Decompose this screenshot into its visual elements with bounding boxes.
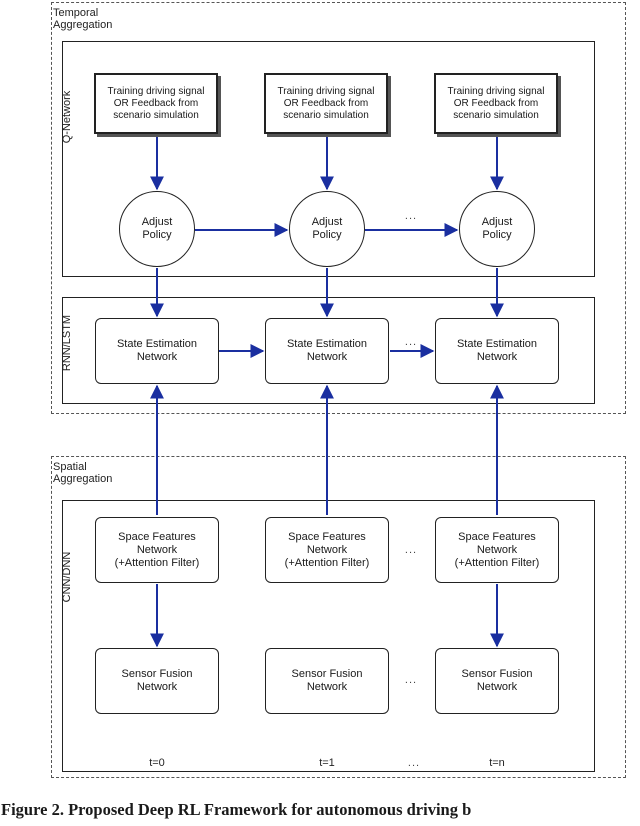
spatial-aggregation-group (51, 456, 626, 778)
signal-box-1: Training driving signal OR Feedback from… (264, 73, 388, 134)
time-label-2: t=n (489, 757, 505, 769)
sensor-fusion-node-2: Sensor Fusion Network (435, 648, 559, 714)
state-estimation-node-1: State Estimation Network (265, 318, 389, 384)
spatial-aggregation-label: Spatial Aggregation (53, 461, 113, 485)
time-label-1: t=1 (319, 757, 335, 769)
figure-caption: Figure 2. Proposed Deep RL Framework for… (1, 800, 472, 819)
state-estimation-node-0: State Estimation Network (95, 318, 219, 384)
state-estimation-node-2: State Estimation Network (435, 318, 559, 384)
time-label-0: t=0 (149, 757, 165, 769)
ellipsis-state: ... (404, 336, 418, 348)
cnn-dnn-layer (62, 500, 595, 772)
rnn-lstm-layer (62, 297, 595, 404)
temporal-aggregation-group (51, 2, 626, 414)
ellipsis-fusion: ... (404, 674, 418, 686)
signal-box-2: Training driving signal OR Feedback from… (434, 73, 558, 134)
q-network-layer (62, 41, 595, 277)
adjust-policy-node-2: Adjust Policy (459, 191, 535, 267)
sensor-fusion-node-1: Sensor Fusion Network (265, 648, 389, 714)
temporal-aggregation-label: Temporal Aggregation (53, 7, 113, 31)
space-features-node-0: Space Features Network (+Attention Filte… (95, 517, 219, 583)
sensor-fusion-node-0: Sensor Fusion Network (95, 648, 219, 714)
space-features-node-2: Space Features Network (+Attention Filte… (435, 517, 559, 583)
space-features-node-1: Space Features Network (+Attention Filte… (265, 517, 389, 583)
ellipsis-policy: ... (404, 210, 418, 222)
signal-box-0: Training driving signal OR Feedback from… (94, 73, 218, 134)
adjust-policy-node-0: Adjust Policy (119, 191, 195, 267)
ellipsis-time: ... (407, 757, 421, 769)
adjust-policy-node-1: Adjust Policy (289, 191, 365, 267)
ellipsis-space: ... (404, 544, 418, 556)
